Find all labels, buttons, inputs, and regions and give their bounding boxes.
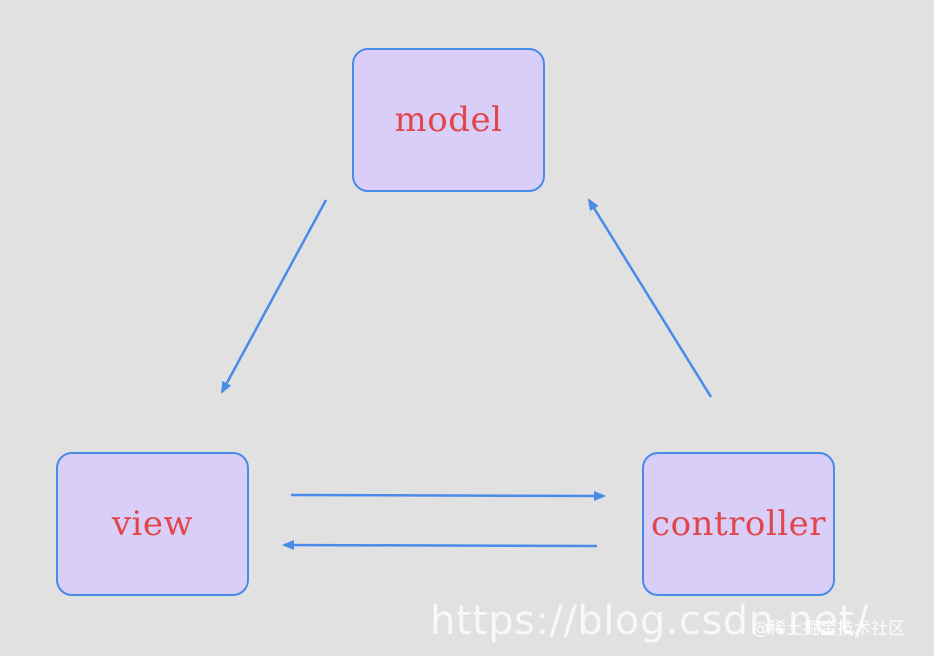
- arrow-model-to-view: [220, 199, 328, 394]
- arrow-view-to-controller: [290, 490, 606, 501]
- controller-label: controller: [651, 504, 826, 544]
- watermark-url: https://blog.csdn.net/: [430, 598, 869, 644]
- watermark-site: @稀土掘金技术社区: [752, 619, 905, 639]
- model-label: model: [394, 100, 503, 140]
- arrow-controller-to-view: [282, 540, 598, 551]
- controller-node: controller: [642, 452, 835, 596]
- view-label: view: [111, 504, 194, 544]
- view-node: view: [56, 452, 249, 596]
- model-node: model: [352, 48, 545, 192]
- arrow-controller-to-model: [587, 198, 713, 398]
